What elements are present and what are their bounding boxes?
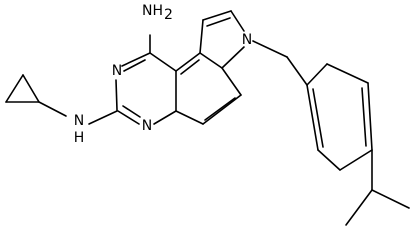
bond-ar4-ar5 — [339, 149, 373, 171]
bond-ar3-ar4 — [367, 82, 373, 151]
bond-c9b-c1 — [149, 52, 177, 72]
bond-c3-nh — [88, 110, 118, 125]
pyrimidine-n-lower-label: N — [142, 118, 152, 134]
bond-ar1-ar6 — [306, 84, 319, 151]
bond-c9a-c9 — [199, 19, 204, 54]
amino-n-label: N — [74, 113, 84, 129]
bond-c1-n2-inner — [123, 59, 146, 72]
pyrrole-n-label: N — [242, 32, 252, 48]
bond-c6-c5 — [202, 94, 242, 125]
bond-n4-c4a — [153, 110, 177, 125]
bond-c9b-c9a-inner — [180, 59, 200, 75]
bond-ar1-ar6-inner — [312, 88, 324, 148]
bond-n2-c3 — [115, 79, 118, 111]
bond-ar1-ar2 — [306, 63, 328, 86]
bond-c1-n2 — [121, 52, 151, 67]
bond-cp1-cp2 — [22, 74, 40, 103]
bond-ar5-ar6 — [317, 149, 341, 171]
bond-ar3-ar4-inner — [361, 87, 367, 147]
bond-c8-n7 — [230, 10, 245, 32]
bond-ch-me2 — [371, 189, 410, 209]
amino-h-label: H — [74, 130, 85, 146]
bond-c6-c5-inner — [204, 97, 236, 121]
pyrimidine-n-upper-label: N — [112, 63, 122, 79]
bond-c3-n4 — [117, 110, 140, 125]
bond-ch2-ar — [286, 56, 308, 86]
bond-c3-n4-inner — [122, 105, 141, 118]
bond-nh-cp1 — [38, 101, 67, 117]
bond-c9-c8-inner — [206, 17, 231, 27]
bond-n7-c6a — [221, 46, 245, 69]
bond-ar2-ar3 — [326, 63, 369, 84]
bond-n7-ch2 — [252, 40, 288, 58]
bond-c5-c4a — [175, 110, 204, 125]
bond-cp2-cp3 — [5, 74, 24, 103]
atom-labels: NH 2 N N N H N — [74, 3, 253, 146]
amine-top-subscript: 2 — [164, 7, 173, 23]
bond-c9-c8 — [202, 10, 232, 21]
bond-ch-me1 — [345, 189, 373, 226]
amine-top-label: NH — [142, 3, 163, 19]
bonds — [5, 10, 410, 226]
bond-c9a-c6a — [199, 52, 223, 69]
bond-c6a-c6 — [221, 67, 242, 96]
bond-c9b-c9a — [175, 52, 201, 72]
